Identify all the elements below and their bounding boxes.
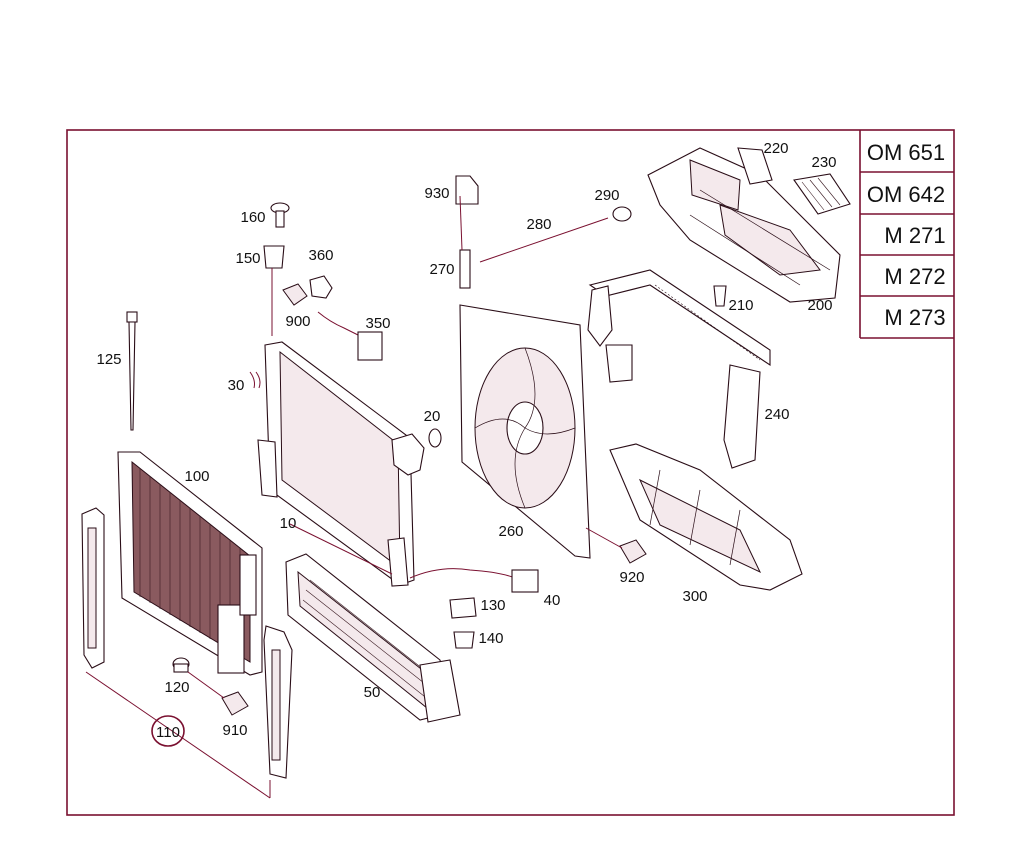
part-910-label xyxy=(221,691,249,716)
part-260-fan-shroud xyxy=(459,304,591,559)
callout-910[interactable]: 910 xyxy=(222,722,247,739)
callout-270[interactable]: 270 xyxy=(429,261,454,278)
callout-140[interactable]: 140 xyxy=(478,630,503,647)
callout-40[interactable]: 40 xyxy=(544,592,561,609)
part-130-cap xyxy=(449,597,477,619)
part-350-sensor xyxy=(317,311,383,361)
engine-variant-label[interactable]: M 271 xyxy=(884,223,945,248)
callout-110-ring xyxy=(151,715,185,747)
callout-200[interactable]: 200 xyxy=(807,297,832,314)
part-120-plug xyxy=(172,657,190,673)
part-50-charge-air-cooler xyxy=(285,553,461,723)
part-125-rod xyxy=(126,311,138,431)
part-220-gasket xyxy=(737,147,773,185)
part-150-bushing xyxy=(263,245,285,269)
callout-350[interactable]: 350 xyxy=(365,315,390,332)
part-20-clip xyxy=(428,428,442,448)
callout-150[interactable]: 150 xyxy=(235,250,260,267)
part-360-cap xyxy=(309,275,333,299)
part-10-radiator xyxy=(257,341,425,587)
callout-280[interactable]: 280 xyxy=(526,216,551,233)
callout-360[interactable]: 360 xyxy=(308,247,333,264)
callout-260[interactable]: 260 xyxy=(498,523,523,540)
callout-900[interactable]: 900 xyxy=(285,313,310,330)
callout-210[interactable]: 210 xyxy=(728,297,753,314)
callout-230[interactable]: 230 xyxy=(811,154,836,171)
callout-labels: 10 20 30 40 50 100 110 120 125 130 140 1… xyxy=(96,140,836,741)
callout-300[interactable]: 300 xyxy=(682,588,707,605)
part-140-fitting xyxy=(453,631,475,649)
callout-930[interactable]: 930 xyxy=(424,185,449,202)
part-300-lower-duct xyxy=(609,443,803,591)
callout-920[interactable]: 920 xyxy=(619,569,644,586)
part-290-clamp xyxy=(612,206,632,222)
callout-130[interactable]: 130 xyxy=(480,597,505,614)
part-920-label xyxy=(619,539,647,564)
callout-20[interactable]: 20 xyxy=(424,408,441,425)
engine-variant-label[interactable]: M 273 xyxy=(884,305,945,330)
engine-variant-table: OM 651 OM 642 M 271 M 272 M 273 xyxy=(859,130,954,339)
callout-220[interactable]: 220 xyxy=(763,140,788,157)
callout-10[interactable]: 10 xyxy=(280,515,297,532)
callout-110[interactable]: 110 xyxy=(156,724,180,741)
part-270-sensor xyxy=(459,249,471,289)
callout-160[interactable]: 160 xyxy=(240,209,265,226)
part-160-bolt xyxy=(270,202,290,228)
callout-100[interactable]: 100 xyxy=(184,468,209,485)
part-40-connector xyxy=(409,568,539,593)
part-210-clip xyxy=(713,285,727,307)
part-930-tag xyxy=(455,175,479,205)
part-110-bracket-right xyxy=(263,625,293,779)
engine-variant-label[interactable]: OM 642 xyxy=(867,182,945,207)
leader-lines xyxy=(85,195,623,799)
part-30-clip xyxy=(249,371,261,389)
callout-240[interactable]: 240 xyxy=(764,406,789,423)
callout-120[interactable]: 120 xyxy=(164,679,189,696)
part-900-label xyxy=(282,283,308,306)
part-280-cable xyxy=(479,217,609,263)
part-100-condenser xyxy=(117,451,263,676)
part-240-air-duct xyxy=(587,269,771,469)
callout-30[interactable]: 30 xyxy=(228,377,245,394)
callout-125[interactable]: 125 xyxy=(96,351,121,368)
diagram-frame xyxy=(66,129,955,816)
part-110-bracket-left xyxy=(81,507,105,669)
callout-290[interactable]: 290 xyxy=(594,187,619,204)
callout-50[interactable]: 50 xyxy=(364,684,381,701)
engine-variant-label[interactable]: M 272 xyxy=(884,264,945,289)
part-230-filter xyxy=(793,173,851,215)
engine-variant-label[interactable]: OM 651 xyxy=(867,140,945,165)
part-200-upper-duct xyxy=(647,147,841,303)
